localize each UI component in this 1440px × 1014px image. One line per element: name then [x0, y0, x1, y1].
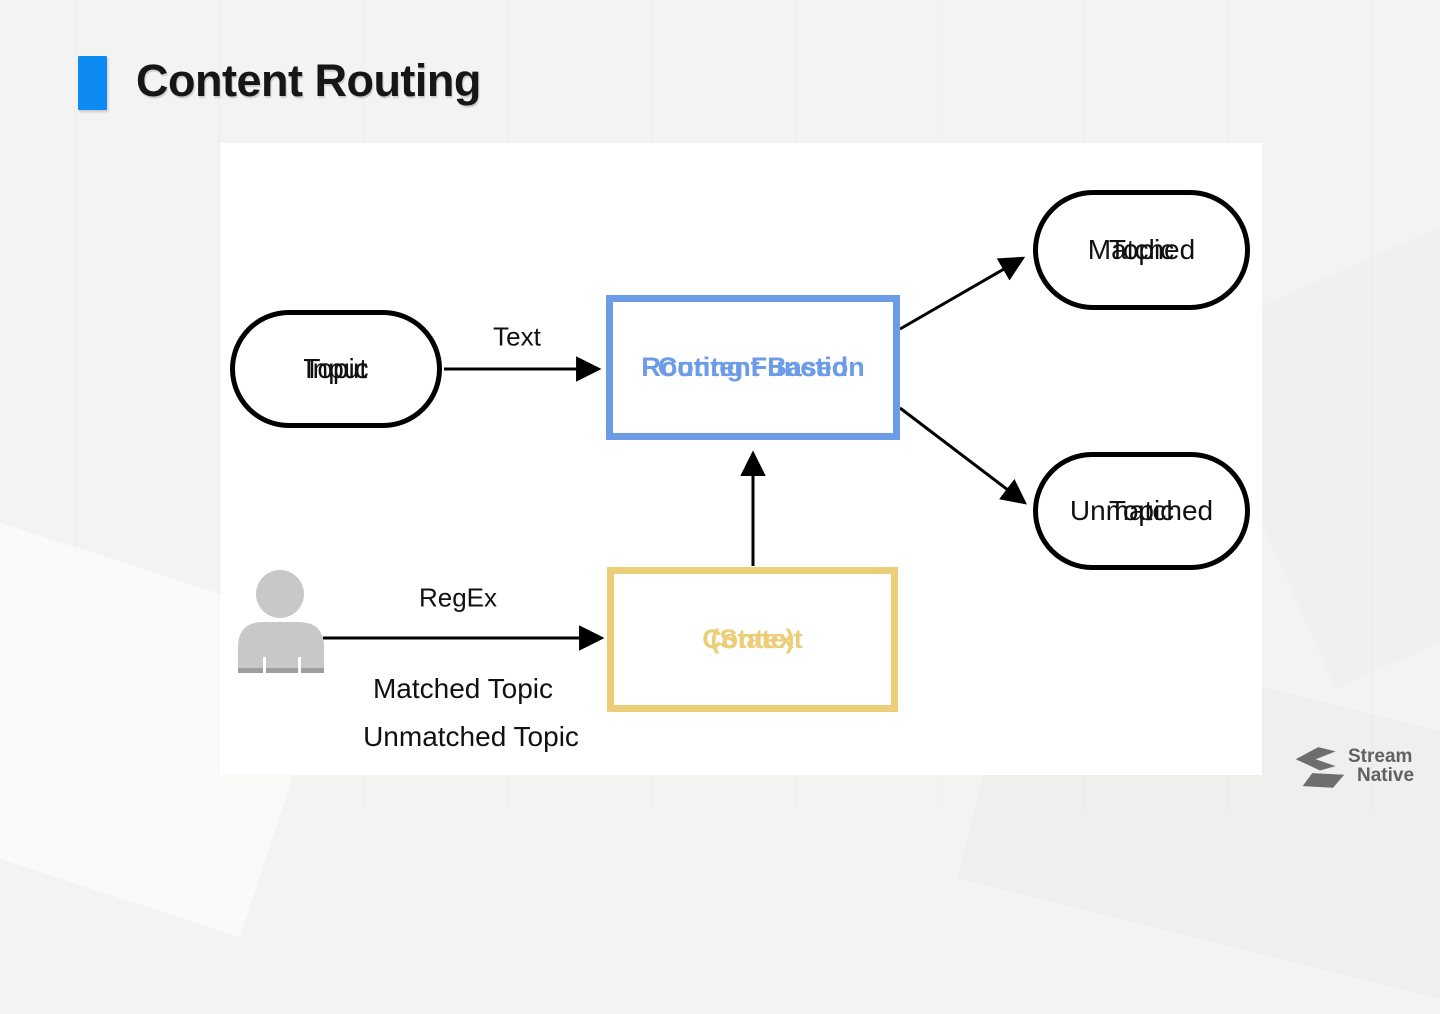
node-unmatched-topic: Unmatched Topic	[1033, 452, 1250, 570]
diagram-arrows	[323, 256, 1028, 651]
node-input-topic: Input Topic	[230, 310, 442, 428]
node-label: Topic	[303, 352, 369, 384]
title-accent-bar	[78, 56, 107, 110]
node-label: Content Based	[657, 352, 849, 383]
edge-label-matched-topic: Matched Topic	[372, 673, 554, 704]
diagram-canvas: Input Topic Content Based Routing Functi…	[220, 143, 1262, 775]
page-title: Content Routing	[136, 55, 481, 106]
streamnative-logo-icon	[1295, 747, 1345, 788]
node-label: Routing Function	[641, 352, 865, 383]
streamnative-logo: Stream Native	[1294, 741, 1414, 793]
node-label: (State)	[710, 624, 795, 655]
node-label: Topic	[1108, 494, 1175, 526]
title-row: Content Routing	[78, 52, 481, 110]
node-context-state: Context (State)	[607, 567, 898, 712]
arrow-routing-to-matched	[899, 256, 1026, 331]
slide-background: Content Routing Input Topic Content Base…	[0, 0, 1440, 810]
node-matched-topic: Matched Topic	[1033, 190, 1250, 310]
edge-label-regex: RegEx	[418, 582, 498, 613]
node-label: Matched	[1087, 233, 1196, 265]
edge-label-unmatched-topic: Unmatched Topic	[363, 721, 579, 752]
arrow-routing-to-unmatched	[899, 406, 1028, 505]
edge-label-text: Text	[493, 321, 541, 352]
node-content-based-routing-function: Content Based Routing Function	[606, 295, 900, 440]
logo-line-native: Native	[1357, 765, 1415, 786]
user-icon	[238, 570, 324, 673]
node-label: Unmatched	[1069, 494, 1214, 526]
streamnative-logo-text: Stream Native	[1348, 748, 1414, 785]
node-label: Input	[304, 352, 368, 384]
node-label: Context	[702, 624, 803, 655]
node-label: Topic	[1108, 233, 1175, 265]
logo-line-stream: Stream	[1348, 746, 1413, 768]
